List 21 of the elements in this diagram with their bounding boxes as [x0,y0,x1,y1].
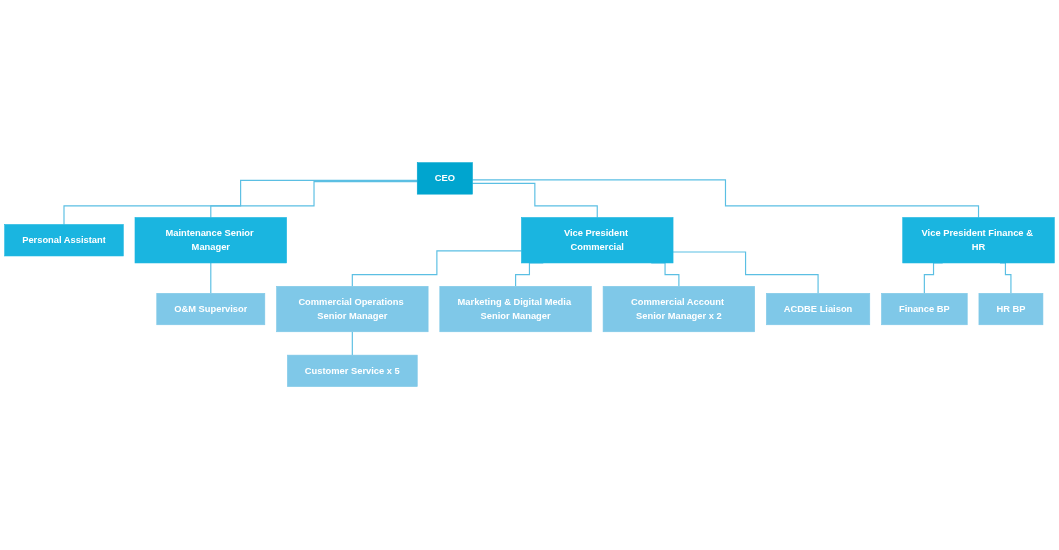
node-box: Maintenance Senior Manager [134,217,287,264]
node-box: Personal Assistant [4,224,124,257]
node-box: Commercial Operations Senior Manager [276,286,429,333]
connector [471,179,980,219]
node-box: Finance BP [881,293,968,326]
node-box: Vice President Commercial [521,217,674,264]
node-box: CEO [416,162,473,195]
connector [351,331,353,357]
connector [471,183,598,219]
node-box: Marketing & Digital Media Senior Manager [439,286,592,333]
connector [672,251,819,295]
connector [351,250,523,288]
node-box: Vice President Finance & HR [902,217,1055,264]
node-box: Customer Service x 5 [287,355,418,388]
node-box: O&M Supervisor [156,293,266,326]
node-box: Commercial Account Senior Manager x 2 [602,286,755,333]
node-box: HR BP [978,293,1044,326]
node-box: ACDBE Liaison [766,293,871,326]
connector [210,181,418,219]
connector [63,180,418,226]
connector [210,262,212,295]
